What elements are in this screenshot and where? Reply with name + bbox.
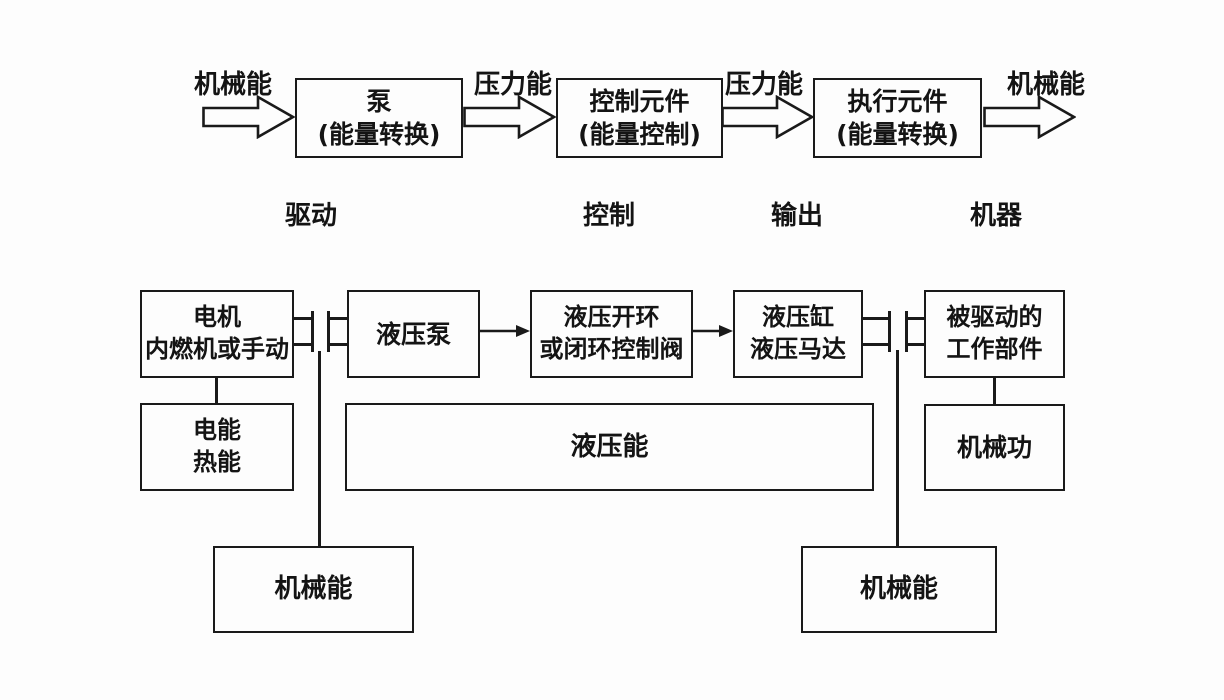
connector-line	[993, 378, 996, 406]
label-pressure-energy-2: 压力能	[724, 70, 803, 100]
pump-box: 泵 (能量转换)	[295, 78, 463, 158]
prime-mover-line1: 电机	[193, 303, 241, 332]
control-element-title: 控制元件	[589, 87, 690, 116]
mechanical-energy-right-label: 机械能	[859, 574, 938, 605]
arrow-icon	[693, 325, 733, 337]
mechanical-energy-left-label: 机械能	[274, 574, 353, 605]
label-input-energy: 机械能	[193, 70, 272, 100]
flow-arrow-icon	[202, 95, 295, 139]
actuator-box: 执行元件 (能量转换)	[813, 78, 982, 158]
control-element-box: 控制元件 (能量控制)	[556, 78, 723, 158]
pump-box-subtitle: (能量转换)	[317, 120, 441, 149]
stage-label-machine: 机器	[969, 201, 1022, 231]
control-element-subtitle: (能量控制)	[578, 120, 701, 149]
hydraulic-energy-box: 液压能	[345, 403, 874, 491]
cylinder-motor-box: 液压缸 液压马达	[733, 290, 863, 378]
connector-line	[318, 351, 321, 547]
driven-parts-line1: 被驱动的	[946, 303, 1043, 332]
stage-label-control: 控制	[582, 201, 635, 231]
prime-mover-line2: 内燃机或手动	[145, 335, 289, 363]
actuator-subtitle: (能量转换)	[836, 120, 959, 149]
electric-energy-line: 电能	[193, 416, 241, 445]
connector-line	[896, 350, 899, 547]
label-output-energy: 机械能	[1006, 70, 1085, 100]
hydraulic-pump-label: 液压泵	[375, 319, 451, 349]
control-valve-box: 液压开环 或闭环控制阀	[530, 290, 693, 378]
connector-line	[215, 378, 218, 404]
stage-label-output: 输出	[770, 201, 823, 231]
pump-box-title: 泵	[366, 87, 392, 116]
flow-arrow-icon	[721, 95, 814, 139]
heat-energy-line: 热能	[193, 448, 241, 476]
driven-parts-box: 被驱动的 工作部件	[924, 290, 1065, 378]
electric-heat-energy-box: 电能 热能	[140, 403, 294, 491]
actuator-title: 执行元件	[847, 87, 948, 116]
cylinder-motor-line1: 液压缸	[762, 303, 834, 332]
flow-arrow-icon	[983, 95, 1076, 139]
mechanical-energy-right-box: 机械能	[801, 546, 997, 633]
flow-arrow-icon	[463, 95, 556, 139]
control-valve-line1: 液压开环	[563, 303, 660, 332]
driven-parts-line2: 工作部件	[946, 335, 1043, 363]
hydraulic-pump-box: 液压泵	[347, 290, 480, 378]
hydraulic-energy-label: 液压能	[570, 431, 649, 462]
control-valve-line2: 或闭环控制阀	[539, 335, 684, 363]
mechanical-energy-left-box: 机械能	[213, 546, 414, 633]
cylinder-motor-line2: 液压马达	[750, 335, 846, 363]
prime-mover-box: 电机 内燃机或手动	[140, 290, 294, 378]
mechanical-work-box: 机械功	[924, 404, 1065, 491]
arrow-icon	[480, 325, 530, 337]
label-pressure-energy-1: 压力能	[473, 70, 552, 100]
mechanical-work-label: 机械功	[956, 433, 1032, 462]
stage-label-drive: 驱动	[284, 201, 337, 231]
